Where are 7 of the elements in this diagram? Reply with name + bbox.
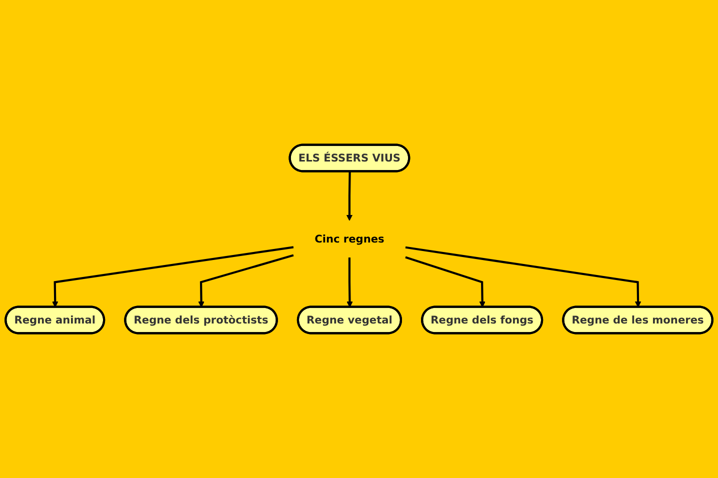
arrow — [346, 172, 353, 221]
arrow — [346, 258, 353, 308]
arrow — [405, 256, 486, 308]
arrow — [198, 254, 294, 308]
arrow — [52, 246, 294, 308]
arrow — [405, 246, 642, 308]
node-text: Cinc regnes — [314, 232, 384, 246]
